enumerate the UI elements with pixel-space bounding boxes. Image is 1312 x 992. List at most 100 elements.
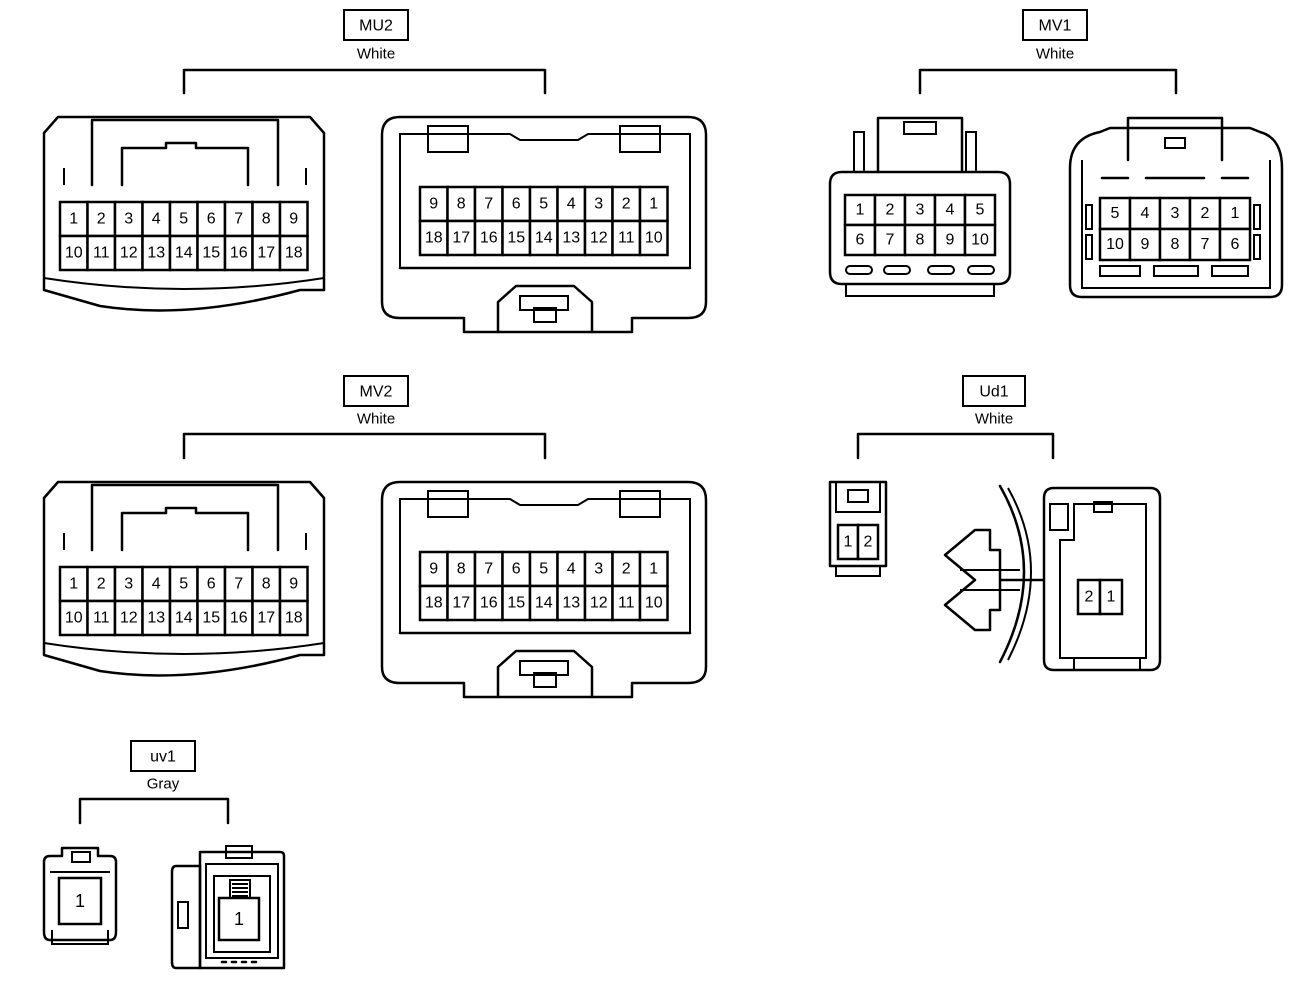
pin-number: 11 bbox=[618, 230, 635, 247]
pin-cell bbox=[251, 234, 282, 272]
connector-color: White bbox=[975, 411, 1013, 428]
pin-number: 18 bbox=[285, 610, 303, 627]
pin-number: 5 bbox=[179, 211, 188, 228]
group-bracket bbox=[78, 797, 230, 825]
pin-number: 15 bbox=[202, 610, 220, 627]
pin-number: 1 bbox=[1231, 205, 1240, 222]
pin-cell bbox=[638, 219, 669, 257]
pin-number: 8 bbox=[916, 232, 925, 249]
pin-number: 4 bbox=[152, 211, 161, 228]
pin-number: 9 bbox=[429, 196, 438, 213]
pin-cell bbox=[638, 185, 669, 223]
pin-number: 9 bbox=[946, 232, 955, 249]
pin-number: 1 bbox=[75, 891, 85, 911]
pin-number: 15 bbox=[507, 595, 525, 612]
pin-number: 1 bbox=[856, 202, 865, 219]
pin-number: 7 bbox=[484, 561, 493, 578]
connector-face-right bbox=[380, 115, 708, 334]
pin-number: 10 bbox=[971, 232, 989, 249]
pin-cell bbox=[278, 599, 309, 637]
pin-cell bbox=[528, 219, 559, 257]
pin-number: 7 bbox=[886, 232, 895, 249]
pin-number: 10 bbox=[1106, 236, 1124, 253]
pin-number: 13 bbox=[147, 610, 165, 627]
pin-number: 16 bbox=[230, 610, 248, 627]
connector-mv1: MV1 White bbox=[828, 9, 1284, 299]
pin-number: 10 bbox=[65, 245, 83, 262]
pin-cell bbox=[446, 185, 477, 223]
pin-number: 11 bbox=[93, 610, 110, 627]
pin-number: 2 bbox=[97, 576, 106, 593]
pin-number: 5 bbox=[539, 196, 548, 213]
connector-face-right bbox=[1068, 116, 1284, 299]
pin-cell bbox=[556, 219, 587, 257]
connector-uv1: uv1 Gray bbox=[42, 740, 286, 970]
pin-number: 1 bbox=[69, 211, 78, 228]
pin-number: 5 bbox=[179, 576, 188, 593]
pin-number: 1 bbox=[844, 534, 853, 551]
group-bracket bbox=[182, 432, 547, 460]
pin-number: 2 bbox=[622, 561, 631, 578]
pin-number: 8 bbox=[457, 561, 466, 578]
pin-cell bbox=[473, 219, 504, 257]
pin-cell bbox=[903, 193, 937, 227]
pin-number: 2 bbox=[886, 202, 895, 219]
connector-face-right bbox=[380, 480, 708, 699]
pin-number: 4 bbox=[567, 196, 576, 213]
pin-number: 10 bbox=[645, 230, 663, 247]
connector-id: uv1 bbox=[150, 749, 176, 766]
pin-cell bbox=[57, 876, 103, 926]
pin-number: 3 bbox=[916, 202, 925, 219]
pin-number: 2 bbox=[1201, 205, 1210, 222]
pin-number: 1 bbox=[649, 196, 658, 213]
pin-number: 2 bbox=[97, 211, 106, 228]
pin-number: 13 bbox=[147, 245, 165, 262]
pin-number: 14 bbox=[535, 230, 553, 247]
pin-number: 6 bbox=[512, 196, 521, 213]
pin-number: 6 bbox=[512, 561, 521, 578]
connector-id: MV1 bbox=[1039, 18, 1072, 35]
pin-number: 9 bbox=[429, 561, 438, 578]
pin-cell bbox=[583, 219, 614, 257]
pin-number: 8 bbox=[262, 211, 271, 228]
pin-number: 17 bbox=[257, 610, 275, 627]
pin-number: 3 bbox=[124, 211, 133, 228]
connector-face-right bbox=[943, 484, 1162, 672]
group-bracket bbox=[182, 68, 547, 95]
pin-cell bbox=[583, 584, 614, 622]
pin-cell bbox=[223, 599, 254, 637]
connector-face-left bbox=[42, 480, 326, 677]
pin-number: 12 bbox=[120, 245, 138, 262]
pin-number: 18 bbox=[425, 230, 443, 247]
pin-number: 4 bbox=[946, 202, 955, 219]
pin-number: 14 bbox=[175, 245, 193, 262]
pin-cell bbox=[113, 200, 144, 238]
pin-cell bbox=[473, 584, 504, 622]
connector-face-left bbox=[828, 480, 888, 577]
pin-cell bbox=[1128, 227, 1162, 262]
pin-cell bbox=[217, 896, 261, 942]
connector-color: White bbox=[1036, 46, 1074, 63]
pin-number: 4 bbox=[567, 561, 576, 578]
connector-face-left bbox=[828, 116, 1012, 297]
pin-number: 12 bbox=[590, 230, 608, 247]
pin-cell bbox=[1218, 227, 1252, 262]
group-bracket bbox=[918, 68, 1178, 95]
connector-id: Ud1 bbox=[979, 384, 1008, 401]
pin-number: 6 bbox=[207, 576, 216, 593]
pin-cell bbox=[1098, 578, 1124, 616]
pin-number: 15 bbox=[507, 230, 525, 247]
pin-cell bbox=[873, 193, 907, 227]
connector-face-left bbox=[42, 846, 118, 945]
connector-id: MU2 bbox=[359, 18, 393, 35]
pin-cell bbox=[196, 599, 227, 637]
pin-number: 3 bbox=[594, 561, 603, 578]
connector-id-box bbox=[130, 740, 196, 772]
pin-number: 14 bbox=[535, 595, 553, 612]
connector-id-box bbox=[962, 375, 1026, 407]
pin-number: 5 bbox=[976, 202, 985, 219]
pin-number: 3 bbox=[1171, 205, 1180, 222]
pin-number: 3 bbox=[124, 576, 133, 593]
pin-cell bbox=[278, 234, 309, 272]
